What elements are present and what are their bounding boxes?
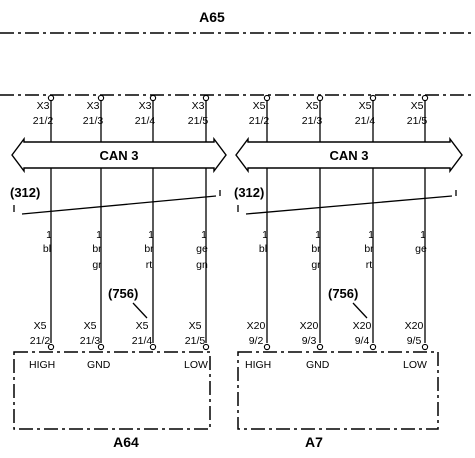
left-top-pin-marker-4 [202,94,210,102]
right-top-connector-3: X5 [359,100,372,112]
module-a7-label: A7 [305,434,323,450]
right-top-connector-4: X5 [411,100,424,112]
right-wire-gauge-4: 1 [420,229,426,241]
left-bottom-pin-1: 21/2 [30,335,51,347]
right-wire-color1-1: bl [259,243,267,255]
left-twist-marker [13,190,221,215]
right-bottom-connector-2: X20 [300,320,319,332]
left-shield-ref: (312) [10,185,40,200]
left-bottom-pin-marker-2 [97,343,105,351]
right-bottom-connector-1: X20 [247,320,266,332]
left-top-connector-4: X3 [192,100,205,112]
left-bottom-connector-1: X5 [34,320,47,332]
left-bottom-connector-3: X5 [136,320,149,332]
right-top-connector-1: X5 [253,100,266,112]
left-wire-gauge-3: 1 [148,229,154,241]
module-a65-label: A65 [199,9,225,25]
left-top-pin-2: 21/3 [83,115,104,127]
left-signal-2: GND [87,359,111,371]
left-can-bus-label: CAN 3 [99,148,138,163]
left-bottom-connector-4: X5 [189,320,202,332]
right-top-pin-marker-3 [369,94,377,102]
right-bottom-pin-marker-4 [421,343,429,351]
right-can-bus-label: CAN 3 [329,148,368,163]
left-splice-leader [132,302,148,319]
right-top-pin-marker-4 [421,94,429,102]
left-top-pin-marker-1 [47,94,55,102]
right-wire-color2-2: gr [311,259,321,271]
right-top-pin-2: 21/3 [302,115,323,127]
right-top-pin-marker-2 [316,94,324,102]
right-top-pin-3: 21/4 [355,115,376,127]
left-top-connector-3: X3 [139,100,152,112]
right-bottom-pin-marker-1 [263,343,271,351]
left-bottom-connector-2: X5 [84,320,97,332]
right-signal-1: HIGH [245,359,271,371]
left-top-pin-1: 21/2 [33,115,54,127]
left-signal-1: HIGH [29,359,55,371]
left-top-connector-1: X3 [37,100,50,112]
left-wire-color1-1: bl [43,243,51,255]
right-wire-gauge-1: 1 [262,229,268,241]
left-bottom-pin-2: 21/3 [80,335,101,347]
module-a64-box [13,351,211,430]
left-wire-gauge-2: 1 [96,229,102,241]
left-bottom-pin-3: 21/4 [132,335,153,347]
left-splice-ref: (756) [108,286,138,301]
right-splice-ref: (756) [328,286,358,301]
right-wire-color2-3: rt [366,259,372,271]
left-wire-gauge-4: 1 [201,229,207,241]
left-top-connector-2: X3 [87,100,100,112]
right-bottom-pin-marker-2 [316,343,324,351]
right-twist-marker [237,190,457,215]
right-top-connector-2: X5 [306,100,319,112]
left-top-pin-marker-2 [97,94,105,102]
module-a64-label: A64 [113,434,139,450]
left-wire-color1-4: ge [196,243,208,255]
left-bottom-pin-marker-4 [202,343,210,351]
left-wire-color1-3: br [144,243,154,255]
right-wire-gauge-3: 1 [368,229,374,241]
left-signal-4: LOW [184,359,208,371]
right-signal-4: LOW [403,359,427,371]
left-bottom-pin-4: 21/5 [185,335,206,347]
right-bottom-pin-1: 9/2 [249,335,264,347]
right-wire-gauge-2: 1 [315,229,321,241]
left-wire-color2-2: gr [92,259,102,271]
left-can-bus-arrow [11,136,227,174]
left-bottom-pin-marker-3 [149,343,157,351]
right-bottom-pin-4: 9/5 [407,335,422,347]
right-bottom-pin-3: 9/4 [355,335,370,347]
right-top-pin-1: 21/2 [249,115,270,127]
right-splice-leader [352,302,368,319]
left-top-pin-4: 21/5 [188,115,209,127]
left-top-pin-3: 21/4 [135,115,156,127]
left-wire-color2-4: gn [196,259,208,271]
right-top-pin-marker-1 [263,94,271,102]
right-shield-ref: (312) [234,185,264,200]
module-a7-box [237,351,439,430]
right-wire-color1-2: br [311,243,321,255]
right-top-pin-4: 21/5 [407,115,428,127]
right-bottom-pin-marker-3 [369,343,377,351]
right-wire-color1-3: br [364,243,374,255]
right-bottom-connector-4: X20 [405,320,424,332]
left-wire-color2-3: rt [146,259,152,271]
left-wire-gauge-1: 1 [46,229,52,241]
right-signal-2: GND [306,359,330,371]
right-bottom-pin-2: 9/3 [302,335,317,347]
right-wire-color1-4: ge [415,243,427,255]
left-wire-color1-2: br [92,243,102,255]
left-top-pin-marker-3 [149,94,157,102]
right-can-bus-arrow [235,136,463,174]
right-bottom-connector-3: X20 [353,320,372,332]
left-bottom-pin-marker-1 [47,343,55,351]
